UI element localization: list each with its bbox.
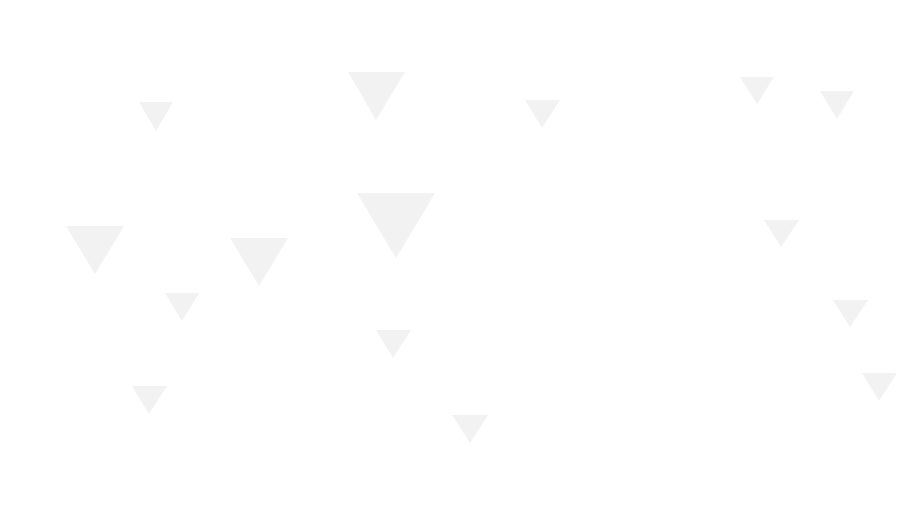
triangle-shape bbox=[525, 100, 560, 128]
triangle-shape bbox=[376, 330, 411, 358]
triangle-shape bbox=[66, 226, 124, 274]
triangle-shape bbox=[132, 386, 167, 414]
triangle-shape bbox=[357, 193, 435, 258]
triangle-shape bbox=[740, 77, 774, 104]
triangle-shape bbox=[452, 415, 488, 443]
triangle-shape bbox=[764, 220, 799, 247]
triangle-shape bbox=[165, 293, 199, 321]
triangle-shape bbox=[230, 238, 288, 286]
triangle-shape bbox=[820, 91, 854, 119]
triangle-shape bbox=[348, 72, 405, 120]
triangle-shape bbox=[862, 373, 897, 401]
triangle-shape bbox=[139, 102, 173, 131]
triangle-shape bbox=[833, 300, 868, 327]
